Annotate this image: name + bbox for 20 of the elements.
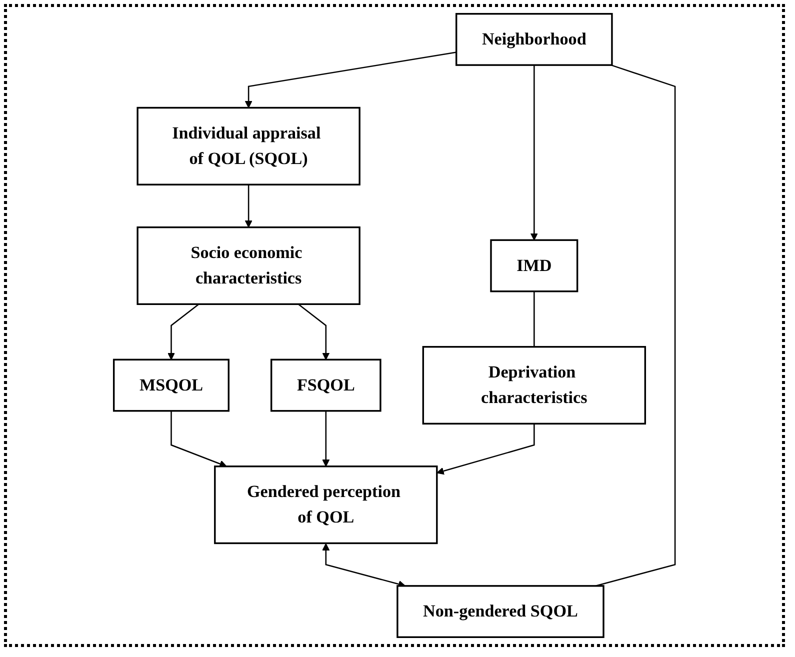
arrow <box>436 424 535 475</box>
node-box <box>214 466 438 544</box>
arrow <box>322 410 330 467</box>
node-box <box>113 358 230 412</box>
arrow <box>170 410 227 468</box>
connector <box>534 291 535 347</box>
node-box <box>270 358 382 412</box>
node-box <box>456 12 613 66</box>
node-box <box>136 106 360 186</box>
arrow <box>530 65 538 240</box>
arrow <box>244 184 252 228</box>
node-box <box>422 346 646 425</box>
node-box <box>490 239 578 292</box>
arrow <box>298 304 330 360</box>
arrow <box>168 304 200 360</box>
node-box <box>136 226 360 305</box>
connector <box>596 64 676 587</box>
node-box <box>396 585 604 638</box>
dotted-frame: Neighborhood Individual appraisal of QOL (SQOL) IMD Socio economic characteristics Deprivation characteristics MSQOL FSQOL Gendered perception of QOL Non-gendered SQOL <box>4 4 785 647</box>
arrow <box>244 52 456 108</box>
